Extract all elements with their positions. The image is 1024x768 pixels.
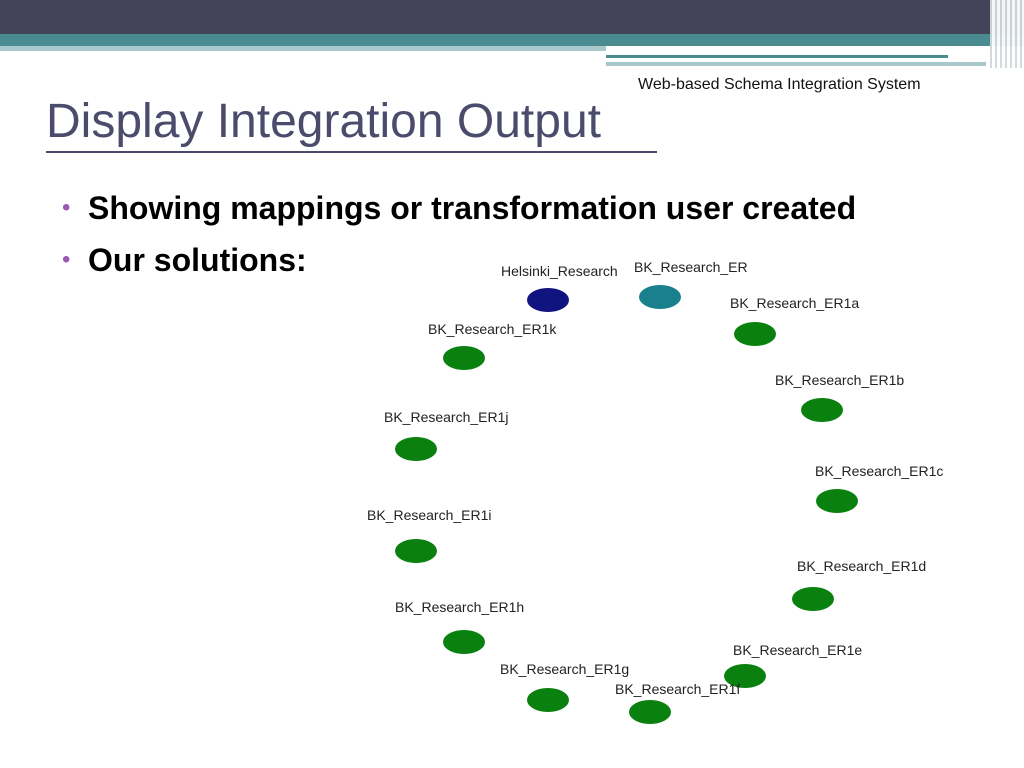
graph-node-label: BK_Research_ER1k: [428, 321, 557, 337]
graph-node-er1a[interactable]: BK_Research_ER1a: [730, 295, 859, 346]
slide-subtitle: Web-based Schema Integration System: [638, 76, 921, 93]
graph-node-bk_er[interactable]: BK_Research_ER: [634, 259, 748, 309]
graph-node-er1k[interactable]: BK_Research_ER1k: [428, 321, 557, 370]
graph-node-label: BK_Research_ER1c: [815, 463, 943, 479]
graph-node-er1i[interactable]: BK_Research_ER1i: [367, 507, 492, 563]
graph-node-shape[interactable]: [527, 288, 569, 312]
title-underline: [46, 151, 657, 153]
graph-node-er1e[interactable]: BK_Research_ER1e: [724, 642, 862, 688]
graph-node-label: BK_Research_ER1j: [384, 409, 509, 425]
graph-node-label: BK_Research_ER1a: [730, 295, 859, 311]
header-bar-dark: [0, 0, 1024, 34]
graph-node-shape[interactable]: [395, 539, 437, 563]
bullet-item: • Showing mappings or transformation use…: [62, 182, 856, 234]
graph-node-shape[interactable]: [801, 398, 843, 422]
graph-node-er1b[interactable]: BK_Research_ER1b: [775, 372, 904, 422]
graph-node-shape[interactable]: [816, 489, 858, 513]
graph-node-shape[interactable]: [629, 700, 671, 724]
graph-node-label: BK_Research_ER1i: [367, 507, 492, 523]
header-bar-light: [0, 46, 606, 51]
graph-node-helsinki[interactable]: Helsinki_Research: [501, 263, 618, 312]
graph-node-shape[interactable]: [443, 630, 485, 654]
graph-node-shape[interactable]: [395, 437, 437, 461]
header-bar-teal: [0, 34, 1024, 46]
graph-node-shape[interactable]: [734, 322, 776, 346]
graph-node-shape[interactable]: [639, 285, 681, 309]
graph-node-er1d[interactable]: BK_Research_ER1d: [792, 558, 926, 611]
header-corner-stripes: [990, 0, 1024, 68]
graph-node-er1f[interactable]: BK_Research_ER1f: [615, 681, 740, 724]
graph-node-er1g[interactable]: BK_Research_ER1g: [500, 661, 629, 712]
graph-node-er1c[interactable]: BK_Research_ER1c: [815, 463, 943, 513]
graph-node-label: BK_Research_ER1h: [395, 599, 524, 615]
graph-node-shape[interactable]: [527, 688, 569, 712]
bullet-text: Showing mappings or transformation user …: [88, 190, 857, 226]
graph-node-er1h[interactable]: BK_Research_ER1h: [395, 599, 524, 654]
graph-node-label: BK_Research_ER1g: [500, 661, 629, 677]
header-right-line-light: [606, 62, 986, 66]
bullet-dot-icon: •: [62, 246, 71, 273]
bullet-dot-icon: •: [62, 194, 71, 221]
slide-title: Display Integration Output: [46, 95, 601, 148]
graph-node-shape[interactable]: [792, 587, 834, 611]
graph-node-er1j[interactable]: BK_Research_ER1j: [384, 409, 509, 461]
bullet-text: Our solutions:: [88, 242, 307, 278]
graph-node-label: BK_Research_ER1f: [615, 681, 740, 697]
graph-node-label: Helsinki_Research: [501, 263, 618, 279]
graph-node-label: BK_Research_ER1d: [797, 558, 926, 574]
graph-node-label: BK_Research_ER: [634, 259, 748, 275]
graph-node-label: BK_Research_ER1b: [775, 372, 904, 388]
graph-node-shape[interactable]: [443, 346, 485, 370]
bullet-item: • Our solutions:: [62, 234, 856, 286]
header-right-line-teal: [606, 55, 948, 58]
bullet-list: • Showing mappings or transformation use…: [62, 182, 856, 286]
graph-node-shape[interactable]: [724, 664, 766, 688]
graph-node-label: BK_Research_ER1e: [733, 642, 862, 658]
